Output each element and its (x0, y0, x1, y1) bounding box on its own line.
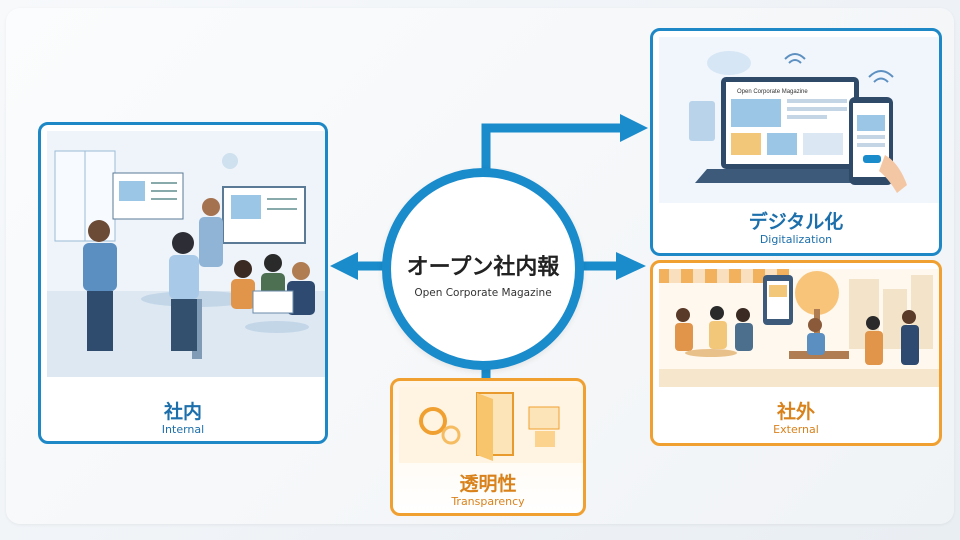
office-meeting-illustration (47, 131, 325, 377)
wifi-icon (784, 53, 806, 64)
digital-label-en: Digitalization (759, 233, 833, 246)
cafe-street-illustration (659, 269, 939, 387)
hub-subtitle: Open Corporate Magazine (414, 287, 552, 299)
arrow-to-digital (481, 123, 622, 170)
arrowhead-digital (620, 114, 648, 142)
gear-icon-small (441, 425, 461, 445)
hub-title: オープン社内報 (406, 255, 560, 280)
laptop-phone-illustration: Open Corporate Magazine (659, 37, 939, 203)
external-label-jp: 社外 (776, 401, 815, 423)
central-hub-circle: オープン社内報 Open Corporate Magazine (382, 168, 584, 370)
transparency-label-jp: 透明性 (459, 473, 517, 495)
digitalization-card: Open Corporate Magazine デジタル化 Digitaliza… (650, 28, 942, 256)
external-card: 社外 External (650, 260, 942, 446)
server-icon (689, 101, 715, 141)
cloud-icon (707, 51, 751, 75)
open-door-illustration (399, 387, 583, 463)
laptop-screen-title: Open Corporate Magazine (737, 89, 808, 95)
wifi-icon-2 (868, 70, 894, 83)
door-panel (477, 393, 493, 461)
document-icon (528, 406, 560, 430)
gear-icon (419, 407, 447, 435)
internal-label-en: Internal (161, 423, 205, 436)
transparency-card: 透明性 Transparency (390, 378, 586, 516)
arrowhead-internal (330, 252, 358, 280)
digital-label-jp: デジタル化 (748, 211, 844, 233)
hand-illustration (879, 155, 907, 193)
internal-card: 社内 Internal (38, 122, 328, 444)
arrowhead-external (616, 252, 646, 280)
transparency-label-en: Transparency (451, 495, 525, 508)
internal-label-jp: 社内 (163, 401, 202, 423)
external-label-en: External (773, 423, 819, 436)
chart-icon (535, 431, 555, 447)
